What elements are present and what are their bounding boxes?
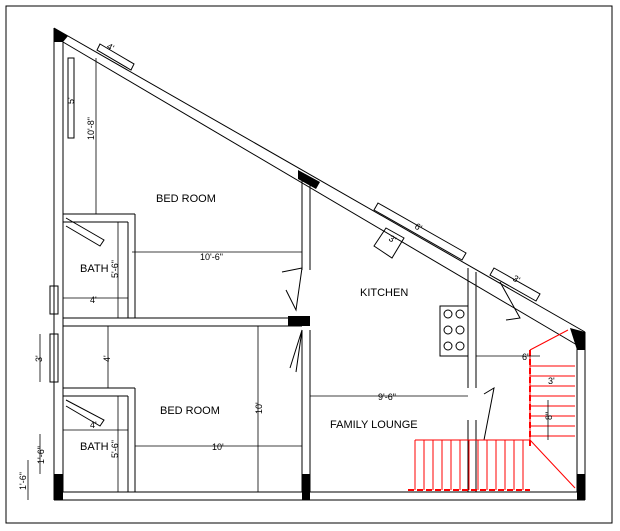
dimension-lines [27, 58, 549, 500]
dim-lounge-width: 9'-6" [378, 392, 396, 402]
dim-stair-depth: 8" [544, 412, 554, 420]
dim-left-offset-a: 1'-6" [36, 446, 46, 464]
dim-left-offset-b: 1'-6" [18, 472, 28, 490]
windows [49, 43, 541, 383]
dim-bath-bottom-height: 5'-6" [110, 440, 120, 458]
doors [65, 217, 521, 441]
dim-left-window: 5' [66, 97, 76, 104]
family-lounge-label: FAMILY LOUNGE [330, 419, 418, 431]
bath-top-label: BATH [80, 263, 109, 275]
dim-left-window-mid: 3' [34, 355, 44, 362]
dim-bedroom-top-width: 10'-6" [200, 252, 223, 262]
dim-top-window: 4' [105, 41, 116, 53]
staircase [408, 329, 576, 491]
kitchen-label: KITCHEN [360, 287, 408, 299]
dim-kitchen-sink: 3' [387, 233, 398, 245]
dim-stair-inner: 3' [548, 376, 555, 386]
kitchen-fixtures [373, 227, 469, 357]
bedroom-top-label: BED ROOM [156, 193, 216, 205]
wall-columns [54, 28, 585, 500]
dim-bedroom-top-height: 10'-8" [86, 117, 96, 140]
dim-bath-top-height: 5'-6" [110, 260, 120, 278]
bath-bottom-label: BATH [80, 441, 109, 453]
dim-bedroom-bottom-height: 10' [254, 402, 264, 414]
drawing-border [5, 5, 613, 524]
dim-bedroom-bottom-width: 10' [212, 442, 224, 452]
dim-bath-bottom-width: 4' [90, 420, 97, 430]
bedroom-bottom-label: BED ROOM [160, 405, 220, 417]
walls [53, 27, 586, 501]
dim-bath-top-width: 4' [90, 295, 97, 305]
dim-bedroom-bottom-left: 4' [102, 355, 112, 362]
dim-stair-width: 6' [522, 352, 529, 362]
dim-kitchen-window: 6' [413, 221, 424, 233]
dim-right-window: 3' [511, 273, 522, 285]
